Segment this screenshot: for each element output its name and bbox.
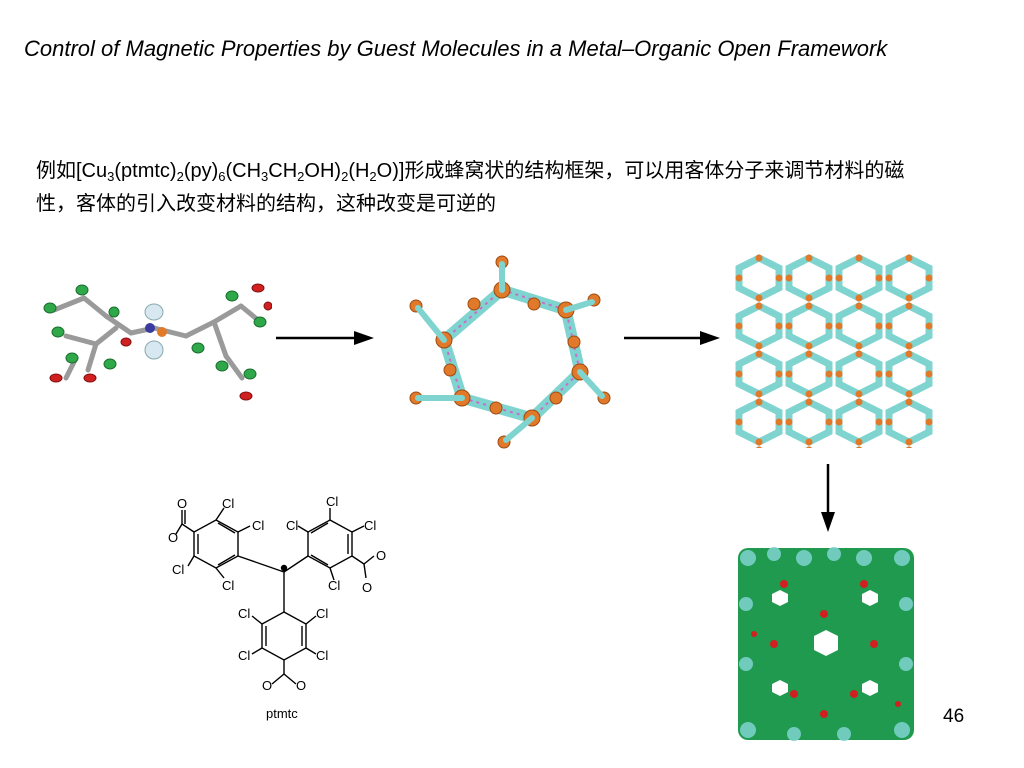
svg-text:O: O [177, 496, 187, 511]
svg-text:Cl: Cl [316, 606, 328, 621]
arrow-right-icon [276, 331, 374, 345]
body-prefix: 例如 [36, 158, 76, 182]
slide-title: Control of Magnetic Properties by Guest … [24, 36, 888, 61]
ptmtc-structure-diagram: O O Cl Cl Cl Cl Cl Cl Cl Cl O O Cl Cl Cl… [168, 494, 386, 721]
honeycomb-network-image [734, 254, 934, 448]
chemical-formula: [Cu3(ptmtc)2(py)6(CH3CH2OH)2(H2O)] [76, 160, 405, 184]
svg-text:Cl: Cl [238, 648, 250, 663]
svg-text:Cl: Cl [172, 562, 184, 577]
ligand-name-label: ptmtc [266, 706, 298, 721]
svg-text:Cl: Cl [238, 606, 250, 621]
molecule-ball-stick-image [43, 283, 272, 401]
arrow-down-icon [821, 464, 835, 532]
arrow-right-icon [624, 331, 720, 345]
svg-text:Cl: Cl [252, 518, 264, 533]
body-paragraph: 例如[Cu3(ptmtc)2(py)6(CH3CH2OH)2(H2O)]形成蜂窝… [36, 154, 906, 219]
svg-text:Cl: Cl [222, 496, 234, 511]
hexagonal-ring-image [409, 255, 611, 449]
svg-text:Cl: Cl [316, 648, 328, 663]
page-number: 46 [943, 706, 965, 727]
svg-text:O: O [168, 530, 178, 545]
space-filling-structure-image [738, 547, 914, 741]
svg-text:Cl: Cl [326, 494, 338, 509]
body-suffix: 形成蜂窝状的结构框架，可以用客体分子来调节材料的磁性，客体的引入改变材料的结构，… [36, 158, 905, 215]
svg-text:Cl: Cl [328, 578, 340, 593]
svg-text:O: O [376, 548, 386, 563]
svg-text:Cl: Cl [222, 578, 234, 593]
svg-text:Cl: Cl [286, 518, 298, 533]
svg-text:O: O [362, 580, 372, 595]
svg-text:O: O [262, 678, 272, 693]
svg-text:Cl: Cl [364, 518, 376, 533]
svg-text:O: O [296, 678, 306, 693]
